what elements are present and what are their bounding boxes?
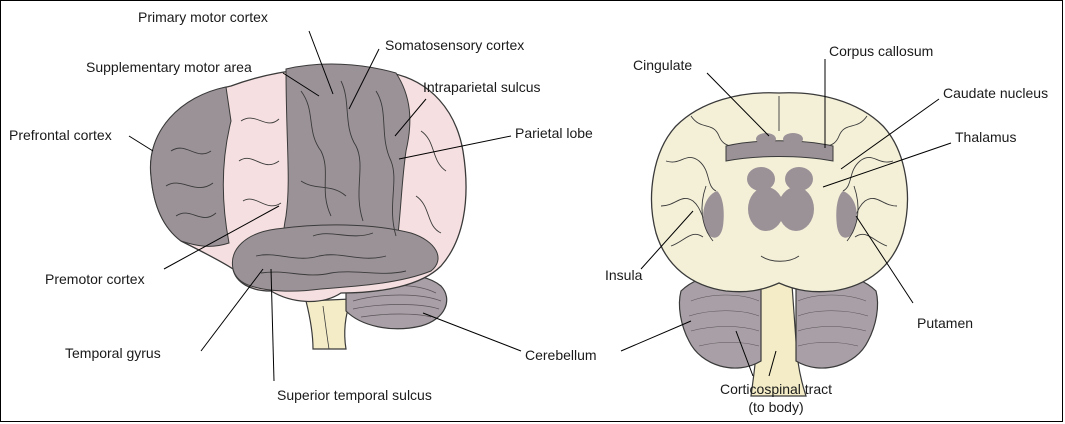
label-corticospinal-tract-subtitle: (to body)	[691, 399, 861, 415]
coronal-section-view	[652, 93, 908, 396]
label-intraparietal-sulcus: Intraparietal sulcus	[423, 79, 541, 95]
label-cingulate: Cingulate	[633, 57, 692, 73]
cerebrum-coronal	[652, 93, 908, 292]
label-somatosensory-cortex: Somatosensory cortex	[385, 37, 524, 53]
brainstem	[306, 299, 351, 349]
caudate-nucleus	[747, 167, 775, 191]
label-caudate-nucleus: Caudate nucleus	[943, 85, 1048, 101]
label-premotor-cortex: Premotor cortex	[45, 271, 145, 287]
label-putamen: Putamen	[917, 315, 973, 331]
prefrontal-region	[151, 87, 231, 246]
lateral-brain-view	[151, 64, 467, 349]
label-temporal-gyrus: Temporal gyrus	[65, 345, 161, 361]
cingulate-region	[756, 133, 776, 145]
label-parietal-lobe: Parietal lobe	[515, 125, 593, 141]
label-prefrontal-cortex: Prefrontal cortex	[9, 127, 112, 143]
label-primary-motor-cortex: Primary motor cortex	[138, 9, 268, 25]
label-corpus-callosum: Corpus callosum	[829, 43, 933, 59]
label-thalamus: Thalamus	[955, 129, 1016, 145]
label-cerebellum: Cerebellum	[525, 347, 597, 363]
label-superior-temporal-sulcus: Superior temporal sulcus	[277, 387, 432, 403]
label-supplementary-motor-area: Supplementary motor area	[86, 59, 252, 75]
label-insula: Insula	[605, 267, 642, 283]
label-corticospinal-tract: Corticospinal tract	[691, 381, 861, 397]
